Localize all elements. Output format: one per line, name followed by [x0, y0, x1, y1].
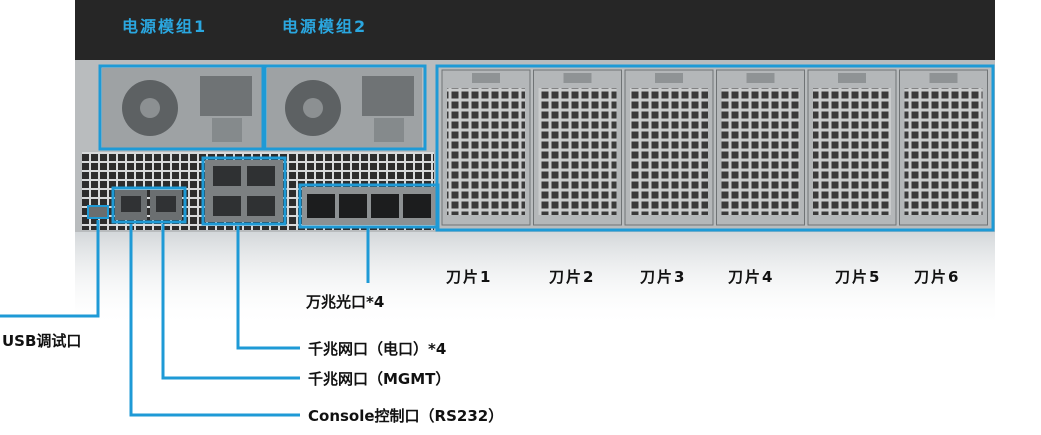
blade-bay-3	[624, 69, 714, 226]
psu-module-1	[102, 68, 262, 148]
mgmt-label: 千兆网口（MGMT）	[308, 370, 450, 388]
psu-module-2	[267, 68, 422, 148]
blade-handle	[929, 73, 958, 83]
blade-label-5: 刀片5	[835, 268, 881, 286]
sfp-label: 万兆光口*4	[305, 293, 384, 311]
ge-electric-highlight	[201, 156, 287, 226]
console-port	[115, 190, 147, 220]
chassis-reflection	[75, 232, 995, 327]
usb-port	[87, 205, 109, 219]
blade-bay-4	[716, 69, 805, 226]
blade-handle	[655, 73, 683, 83]
sfp-ports	[302, 187, 436, 225]
blade-label-4: 刀片4	[728, 268, 774, 286]
ge-electric-label: 千兆网口（电口）*4	[308, 340, 446, 358]
ge-electric-ports	[205, 160, 283, 222]
psu-2-highlight	[263, 64, 427, 151]
blade-label-6: 刀片6	[914, 268, 960, 286]
blade-bays	[441, 69, 988, 226]
mgmt-port	[150, 190, 182, 220]
blade-bay-2	[533, 69, 622, 226]
console-callout-line	[129, 224, 300, 417]
blade-handle	[746, 73, 775, 83]
blade-label-2: 刀片2	[549, 268, 595, 286]
console-mgmt-highlight	[111, 186, 187, 224]
psu-label-2: 电源模组2	[282, 17, 367, 36]
blade-handle	[838, 73, 866, 83]
blade-label-1: 刀片1	[446, 268, 492, 286]
callout-lines	[0, 220, 370, 417]
usb-label: USB调试口	[2, 332, 81, 350]
blade-bay-6	[899, 69, 988, 226]
psu-label-1: 电源模组1	[122, 17, 207, 36]
blade-bays-highlight	[435, 64, 995, 232]
chassis-top-band	[75, 0, 995, 62]
blade-bay-1	[441, 69, 531, 226]
blade-handle	[563, 73, 592, 83]
usb-callout-line	[0, 220, 100, 318]
ge-callout-line	[236, 226, 300, 350]
psu-1-highlight	[98, 64, 265, 151]
console-label: Console控制口（RS232）	[308, 407, 503, 425]
blade-bay-5	[807, 69, 897, 226]
mgmt-callout-line	[161, 224, 300, 380]
blade-handle	[472, 73, 500, 83]
blade-label-3: 刀片3	[640, 268, 686, 286]
